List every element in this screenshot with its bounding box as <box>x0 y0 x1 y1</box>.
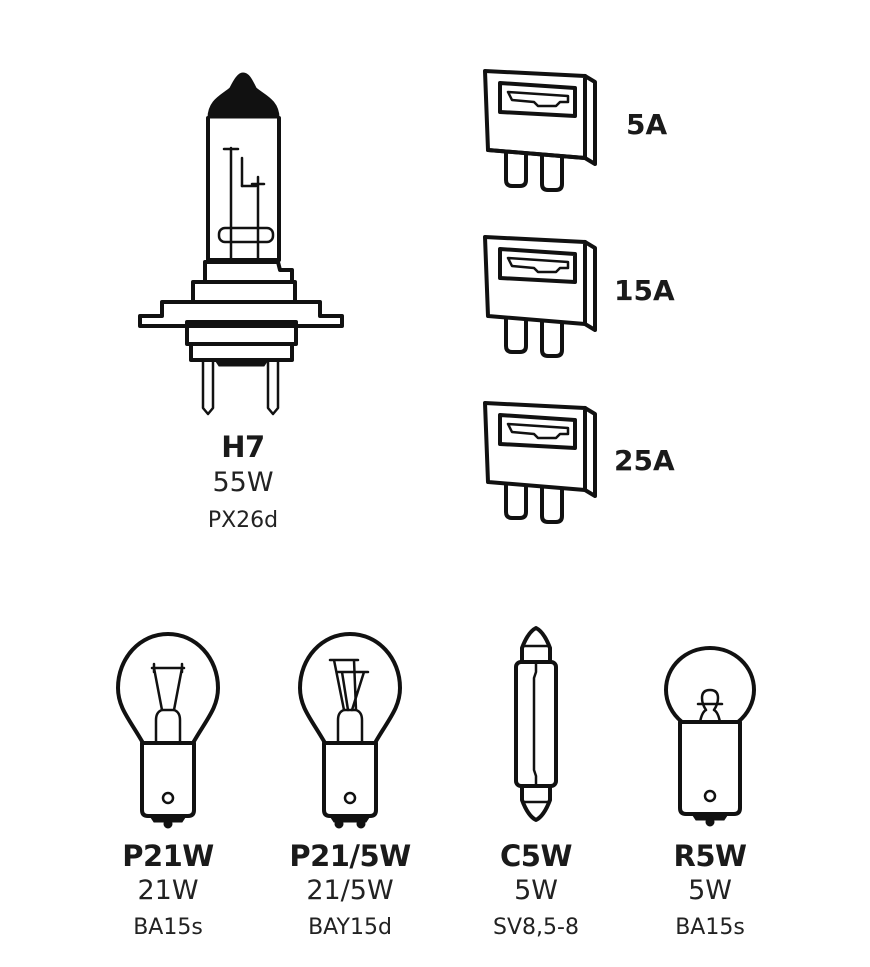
bulb-base: BA15s <box>675 915 745 940</box>
h7-name: H7 <box>221 430 265 464</box>
bulb-name: R5W <box>673 839 748 873</box>
fuse-item-15a: 15A <box>480 234 740 359</box>
bulb-wattage: 21/5W <box>306 875 394 906</box>
bulb-base: BAY15d <box>308 915 392 940</box>
bulb-item-r5w: R5W 5W BA15s <box>610 620 810 940</box>
bulb-name: C5W <box>500 839 572 873</box>
bulb-base: SV8,5-8 <box>493 915 579 940</box>
blade-fuse-icon <box>483 69 597 192</box>
h7-base: PX26d <box>207 508 279 533</box>
bulb-item-c5w: C5W 5W SV8,5-8 <box>436 620 636 940</box>
bulb-wattage: 21W <box>137 875 199 906</box>
bulb-item-p21w: P21W 21W BA15s <box>68 620 268 940</box>
bulb-item-p21-5w: P21/5W 21/5W BAY15d <box>250 620 450 940</box>
bulb-base: BA15s <box>133 915 203 940</box>
festoon-bulb-icon <box>514 626 558 822</box>
single-filament-bulb-icon <box>116 632 220 829</box>
bulb-wattage: 5W <box>688 875 732 906</box>
h7-wattage: 55W <box>212 467 274 498</box>
blade-fuse-icon <box>483 401 597 524</box>
bulb-name: P21/5W <box>289 839 411 873</box>
small-ball-bulb-icon <box>664 646 756 827</box>
fuse-item-25a: 25A <box>480 400 740 525</box>
fuse-item-5a: 5A <box>480 68 740 193</box>
blade-fuse-icon <box>483 235 597 358</box>
bulb-name: P21W <box>122 839 214 873</box>
dual-filament-bulb-icon <box>298 632 402 829</box>
fuse-rating: 25A <box>614 444 675 477</box>
fuse-rating: 15A <box>614 274 675 307</box>
fuse-rating: 5A <box>626 108 668 141</box>
bulb-wattage: 5W <box>514 875 558 906</box>
